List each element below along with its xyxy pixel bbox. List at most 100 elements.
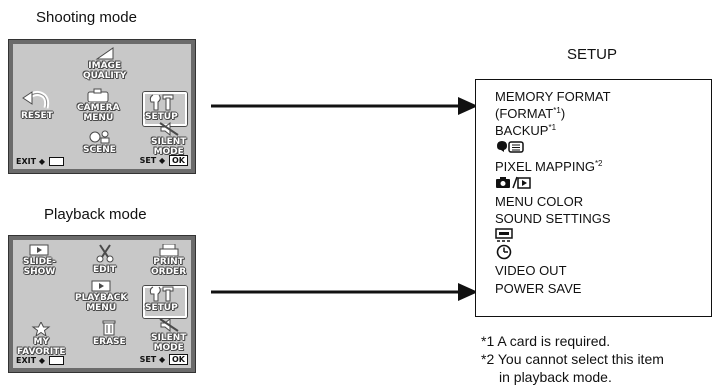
menu-item-camera-menu[interactable]: CAMERA MENU [77,88,120,123]
ok-button-icon: OK [169,155,188,166]
footnote-marker: *1 [548,123,557,132]
reset-arrow-icon [22,90,50,109]
setup-item-label: BACKUP [495,123,549,138]
set-hint: SET ◆ OK [140,354,188,365]
slideshow-line2: SHOW [23,267,56,277]
scene-label: SCENE [83,145,116,155]
menu-item-setup[interactable]: SETUP [145,286,178,313]
setup-item-monitor-brightness[interactable] [495,228,515,245]
silent-mode-line1: SILENT [151,137,187,147]
footnote-marker: *1 [553,106,561,115]
menu-button-icon [48,157,64,166]
camera-menu-line2: MENU [83,113,114,123]
setup-item-label: SOUND SETTINGS [495,211,611,226]
footnote-1: *1 A card is required. [481,333,611,349]
menu-item-playback-menu[interactable]: PLAYBACK MENU [75,280,127,313]
menu-item-my-favorite[interactable]: MY FAVORITE [17,322,66,357]
menu-item-setup[interactable]: SETUP [145,93,178,122]
setup-item-monitor[interactable] [495,176,531,192]
setup-item-video-out[interactable]: VIDEO OUT [495,263,567,278]
setup-menu-list: MEMORY FORMAT (FORMAT*1) BACKUP*1 PIXEL … [475,79,712,317]
my-favorite-line1: MY [33,337,49,347]
arrow-shooting-to-setup [211,97,478,115]
setup-item-label: MEMORY FORMAT [495,89,611,104]
silent-speaker-icon [159,122,179,136]
arrow-icon: ◆ [159,156,166,165]
exit-label: EXIT [16,356,37,365]
image-quality-icon [95,47,114,60]
exit-hint: EXIT ◆ [16,356,64,365]
setup-item-label: POWER SAVE [495,281,582,296]
arrow-icon: ◆ [38,356,46,365]
trash-icon [102,320,116,336]
ok-button-icon: OK [169,354,188,365]
menu-item-reset[interactable]: RESET [21,88,53,121]
setup-item-power-save[interactable]: POWER SAVE [495,281,581,296]
setup-item-pixel-mapping[interactable]: PIXEL MAPPING*2 [495,159,603,174]
image-quality-line1: IMAGE [88,61,122,71]
wrench-icon [150,94,174,111]
arrow-playback-to-setup [211,283,478,301]
setup-label: SETUP [145,112,178,122]
silent-speaker-icon [159,318,179,332]
menu-item-silent-mode[interactable]: SILENT MODE [151,122,186,157]
menu-item-slideshow[interactable]: SLIDE- SHOW [23,244,56,277]
scene-icon [89,130,110,144]
silent-mode-line2: MODE [153,343,184,353]
camera-playback-icon [496,176,531,189]
exit-hint: EXIT ◆ [16,157,64,166]
setup-item-format[interactable]: (FORMAT*1) [495,106,565,121]
menu-item-print-order[interactable]: PRINT ORDER [151,244,186,277]
playback-menu-line1: PLAYBACK [75,293,128,303]
footnote-2-cont: in playback mode. [499,369,612,385]
setup-item-language[interactable] [495,140,525,156]
set-label: SET [139,355,157,364]
set-hint: SET ◆ OK [140,155,188,166]
slideshow-line1: SLIDE- [23,257,56,267]
menu-item-erase[interactable]: ERASE [93,318,126,347]
setup-item-menu-color[interactable]: MENU COLOR [495,194,583,209]
clock-icon [496,244,512,260]
camera-icon [87,88,109,102]
shooting-mode-title: Shooting mode [36,9,137,26]
setup-item-backup[interactable]: BACKUP*1 [495,123,556,138]
wrench-icon [150,286,174,302]
language-icon [497,141,524,153]
my-favorite-line2: FAVORITE [17,347,66,357]
menu-item-silent-mode[interactable]: SILENT MODE [151,318,186,353]
setup-heading: SETUP [567,46,618,63]
reset-label: RESET [21,111,53,121]
playback-icon [91,280,111,292]
silent-mode-line2: MODE [153,147,184,157]
menu-item-scene[interactable]: SCENE [83,130,116,155]
shooting-mode-screen: IMAGE QUALITY RESET CAMERA MENU SETUP SC… [8,39,196,174]
playback-mode-screen: SLIDE- SHOW EDIT PRINT ORDER PLAYBACK ME… [8,235,196,373]
exit-label: EXIT [16,157,37,166]
erase-label: ERASE [93,337,126,347]
slideshow-icon [29,244,49,256]
setup-item-memory-format[interactable]: MEMORY FORMAT [495,89,611,104]
setup-frame [143,92,187,126]
setup-label: SETUP [145,303,178,313]
setup-item-clock[interactable] [495,244,513,263]
menu-item-edit[interactable]: EDIT [93,244,116,275]
playback-menu-line2: MENU [86,303,117,313]
image-quality-line2: QUALITY [83,71,127,81]
arrow-icon: ◆ [38,157,46,166]
arrow-icon: ◆ [159,355,166,364]
menu-item-image-quality[interactable]: IMAGE QUALITY [83,46,126,81]
setup-item-sound-settings[interactable]: SOUND SETTINGS [495,211,611,226]
silent-mode-line1: SILENT [151,333,187,343]
footnote-marker: *2 [594,159,603,168]
menu-button-icon [48,356,64,365]
print-order-line2: ORDER [151,267,187,277]
favorite-star-icon [31,322,51,336]
setup-item-label: MENU COLOR [495,194,584,209]
printer-icon [159,244,179,256]
print-order-line1: PRINT [153,257,184,267]
playback-mode-title: Playback mode [44,206,147,223]
monitor-brightness-icon [495,228,513,242]
footnote-2: *2 You cannot select this item [481,351,664,367]
setup-item-suffix: ) [560,106,566,121]
camera-menu-line1: CAMERA [77,103,120,113]
